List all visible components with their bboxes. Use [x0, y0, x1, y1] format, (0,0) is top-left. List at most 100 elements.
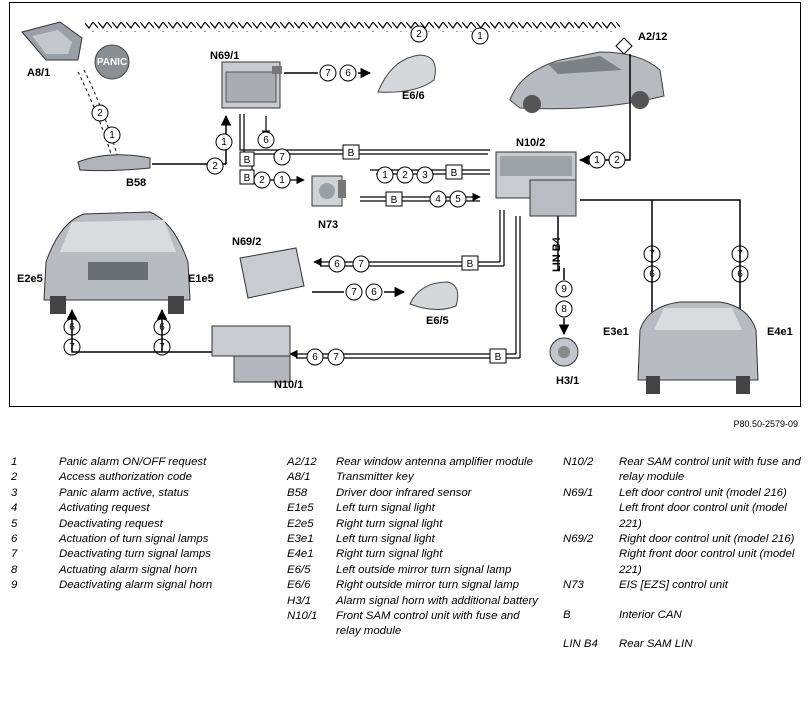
legend-code: N10/2	[563, 456, 594, 468]
panic-button	[94, 44, 130, 80]
legend-text: Left door control unit (model 216)	[619, 486, 787, 499]
label-e4e1: E4e1	[767, 326, 793, 338]
label-n73: N73	[318, 219, 338, 231]
legend-text: Right front door control unit (model 221…	[619, 548, 795, 576]
legend-text: Front SAM control unit with fuse and rel…	[336, 610, 520, 638]
legend-code: 5	[11, 517, 18, 530]
legend-text: Panic alarm ON/OFF request	[59, 456, 207, 468]
svg-text:7: 7	[358, 259, 364, 270]
label-h3-1: H3/1	[556, 375, 579, 387]
legend-code: LIN B4	[563, 638, 598, 651]
svg-text:6: 6	[345, 68, 351, 79]
alarm-horn-icon	[549, 337, 579, 367]
legend-code: 9	[11, 579, 18, 592]
legend-components-a: A2/12 Rear window antenna amplifier modul…	[287, 455, 547, 640]
legend-item: N69/1 Left door control unit (model 216)	[563, 486, 803, 501]
legend-code: E3e1	[287, 533, 314, 546]
legend-item: 9 Deactivating alarm signal horn	[11, 578, 261, 593]
legend-item: Left front door control unit (model 221)	[563, 501, 803, 532]
legend-item: LIN B4 Rear SAM LIN	[563, 637, 803, 652]
legend-text: Deactivating alarm signal horn	[59, 579, 213, 592]
legend-text: Left turn signal light	[336, 502, 435, 515]
signal-arrows	[66, 67, 746, 353]
vehicle-side-image	[509, 51, 665, 113]
label-n10-1: N10/1	[274, 379, 303, 391]
svg-text:B: B	[244, 155, 251, 166]
label-e2e5: E2e5	[17, 273, 43, 285]
legend-item: A8/1 Transmitter key	[287, 470, 547, 485]
legend-code: N69/1	[563, 486, 594, 499]
label-n69-1: N69/1	[210, 50, 239, 62]
legend-text: Rear window antenna amplifier module	[336, 456, 533, 468]
legend-text: Driver door infrared sensor	[336, 486, 472, 499]
svg-text:1: 1	[279, 175, 285, 186]
svg-text:7: 7	[279, 152, 285, 163]
vehicle-front-image	[43, 211, 191, 314]
label-n10-2: N10/2	[516, 137, 545, 149]
legend-text: Rear SAM LIN	[619, 638, 693, 651]
wireless-link-key	[77, 71, 114, 161]
legend-text: Panic alarm active, status	[59, 486, 189, 499]
left-door-control-unit-icon	[221, 61, 282, 109]
legend-code: 6	[11, 533, 18, 546]
legend-text: Left turn signal light	[336, 533, 435, 546]
label-a8-1: A8/1	[27, 67, 50, 79]
legend-text: Interior CAN	[619, 608, 682, 621]
svg-text:2: 2	[97, 108, 103, 119]
legend-code: A8/1	[287, 471, 311, 484]
signal-flow-diagram: PANIC A8/1 N69/1 E6/6 A2/12 N10/2 B58	[17, 21, 793, 394]
svg-text:3: 3	[422, 170, 428, 181]
legend-code: 7	[11, 548, 18, 561]
driver-door-sensor-icon	[77, 154, 151, 172]
legend-item: E1e5 Left turn signal light	[287, 501, 547, 516]
svg-text:7: 7	[325, 68, 331, 79]
svg-text:2: 2	[212, 161, 218, 172]
svg-text:7: 7	[351, 287, 357, 298]
legend-code: E2e5	[287, 517, 314, 530]
legend-code: E1e5	[287, 502, 314, 515]
svg-text:8: 8	[561, 304, 567, 315]
legend-item: A2/12 Rear window antenna amplifier modul…	[287, 455, 547, 470]
legend-code: A2/12	[287, 456, 317, 468]
legend-code: E6/6	[287, 579, 311, 592]
svg-text:B: B	[391, 195, 398, 206]
legend-code: N10/1	[287, 610, 318, 623]
legend-item: Right front door control unit (model 221…	[563, 547, 803, 578]
legend-text: Transmitter key	[336, 471, 414, 484]
legend-item: 6 Actuation of turn signal lamps	[11, 532, 261, 547]
svg-text:1: 1	[382, 170, 388, 181]
legend-text: Right turn signal light	[336, 517, 443, 530]
svg-text:B: B	[495, 352, 502, 363]
legend-code: 8	[11, 563, 18, 576]
svg-text:5: 5	[455, 194, 461, 205]
label-e6-5: E6/5	[426, 315, 449, 327]
wireless-link-top	[85, 22, 620, 32]
label-e6-6: E6/6	[402, 90, 425, 102]
label-n69-2: N69/2	[232, 236, 261, 248]
panic-label: PANIC	[97, 57, 127, 68]
legend-text: EIS [EZS] control unit	[619, 579, 728, 592]
legend-text: Actuation of turn signal lamps	[59, 533, 209, 546]
svg-text:B: B	[348, 148, 355, 159]
svg-text:7: 7	[333, 352, 339, 363]
svg-text:B: B	[467, 259, 474, 270]
svg-text:4: 4	[435, 194, 441, 205]
legend-code: E4e1	[287, 548, 314, 561]
svg-text:2: 2	[402, 170, 408, 181]
legend-text: Right turn signal light	[336, 548, 443, 561]
front-sam-control-unit-icon	[211, 325, 291, 383]
svg-text:1: 1	[109, 130, 115, 141]
legend-text: Left outside mirror turn signal lamp	[336, 563, 512, 576]
label-lin-b4: LIN B4	[551, 236, 563, 272]
rear-sam-control-unit-icon	[495, 151, 577, 217]
svg-text:1: 1	[477, 31, 483, 42]
